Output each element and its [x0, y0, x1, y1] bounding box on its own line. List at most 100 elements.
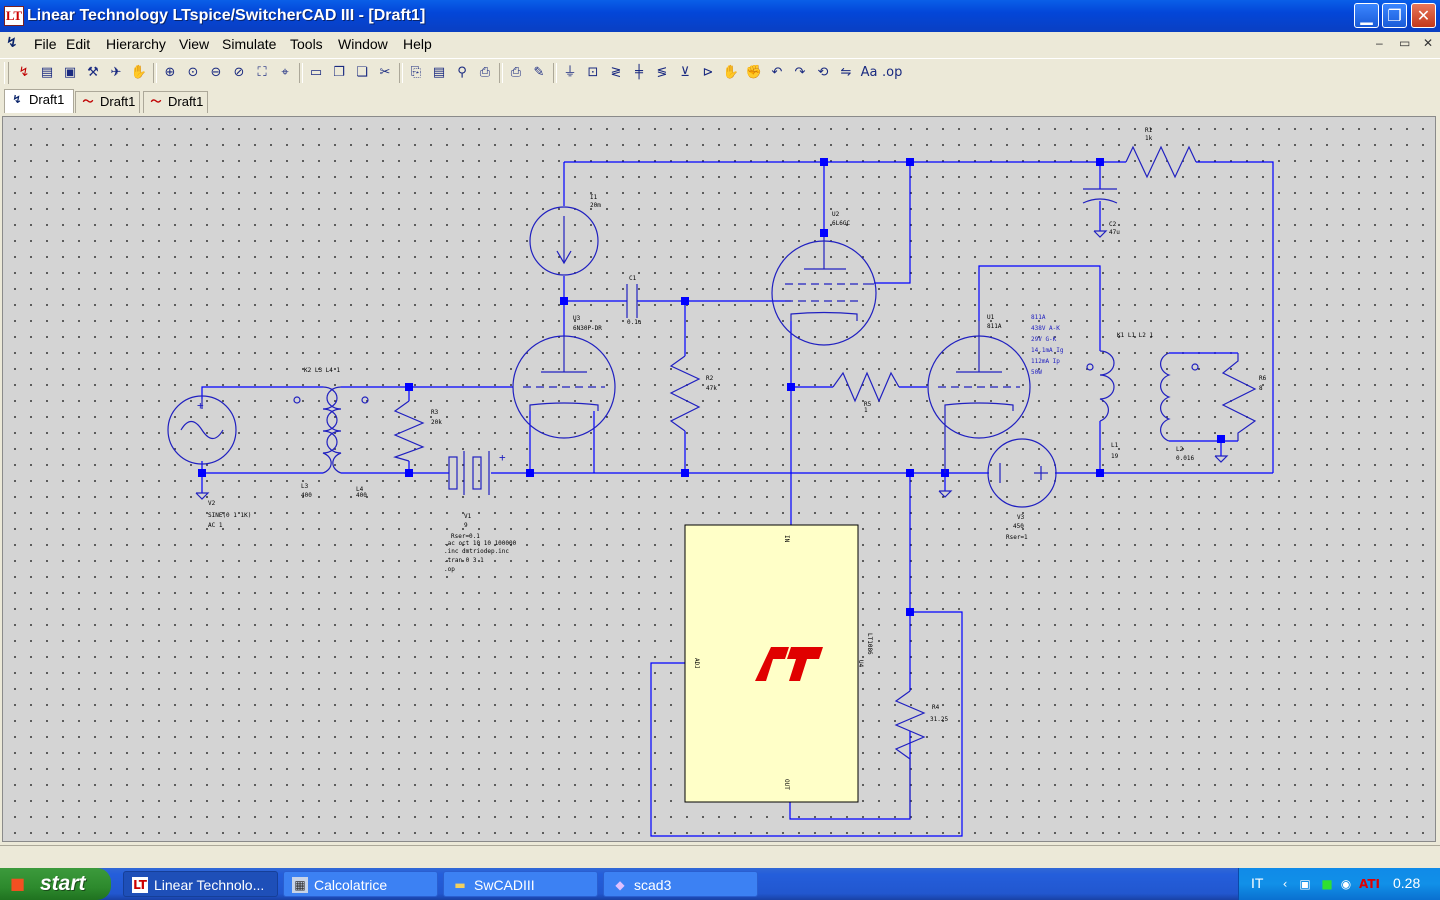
new-schematic-icon[interactable]: ↯: [18, 65, 30, 80]
maximize-button[interactable]: ❐: [1382, 3, 1407, 28]
task-calcolatrice[interactable]: ▦ Calcolatrice: [283, 871, 438, 897]
folder-icon: ▬: [454, 878, 466, 892]
audio-icon[interactable]: ◉: [1340, 877, 1352, 891]
toolbar-separator: [399, 63, 403, 83]
minimize-icon: ▁: [1360, 6, 1373, 25]
wire-icon[interactable]: ✎: [533, 65, 545, 80]
label-icon[interactable]: ⊡: [587, 65, 599, 80]
menu-help[interactable]: Help: [403, 36, 432, 52]
copy-icon[interactable]: ⎘: [410, 65, 422, 80]
linear-technology-logo: [755, 647, 823, 681]
find-icon[interactable]: ⚲: [457, 65, 467, 80]
tab-draft1-waveform-1[interactable]: 〜 Draft1: [75, 91, 140, 113]
drag-icon[interactable]: ✊: [745, 65, 763, 80]
minimize-button[interactable]: ▁: [1354, 3, 1379, 28]
paste-icon[interactable]: ▤: [432, 65, 446, 80]
rotate-icon[interactable]: ⟲: [817, 65, 829, 80]
value-v1: 9: [464, 522, 468, 529]
capacitor-icon[interactable]: ╪: [635, 65, 643, 80]
zoom-pan-icon[interactable]: ⊙: [187, 65, 199, 80]
value-r6: 8: [1259, 385, 1263, 392]
text-icon[interactable]: Aa: [860, 65, 878, 80]
print-setup-icon[interactable]: ⎙: [479, 65, 491, 80]
close-button[interactable]: ✕: [1411, 3, 1436, 28]
value-i1: 20m: [590, 202, 601, 209]
start-button[interactable]: ■ start: [0, 868, 111, 900]
value-u2: 6L6GC: [832, 220, 850, 227]
ltspice-app-icon[interactable]: LT: [4, 6, 24, 26]
menu-view[interactable]: View: [179, 36, 210, 52]
redo-icon[interactable]: ↷: [794, 65, 806, 80]
save-icon[interactable]: ▣: [63, 65, 77, 80]
value-l4: 400: [356, 492, 367, 499]
label-u2: U2: [832, 211, 840, 218]
cut-icon[interactable]: ✂: [379, 65, 391, 80]
spice-directive-icon[interactable]: .op: [882, 65, 903, 80]
network-icon[interactable]: ▣: [1299, 877, 1311, 891]
cursor-icon[interactable]: ⌖: [281, 65, 289, 80]
task-scad3[interactable]: ◆ scad3: [603, 871, 758, 897]
mdi-close-button[interactable]: ✕: [1423, 36, 1434, 50]
cascade-icon[interactable]: ❐: [333, 65, 345, 80]
svg-text:811A: 811A: [1031, 314, 1046, 321]
svg-text:.op: .op: [444, 566, 455, 573]
svg-text:.ac oct 10 10 100000: .ac oct 10 10 100000: [444, 540, 517, 547]
ground-l2: [1214, 455, 1229, 463]
task-label: Calcolatrice: [314, 877, 388, 893]
menu-file[interactable]: File: [34, 36, 57, 52]
halt-icon[interactable]: ✋: [130, 65, 148, 80]
diode-icon[interactable]: ⊻: [680, 65, 690, 80]
close-windows-icon[interactable]: ❏: [356, 65, 368, 80]
print-icon[interactable]: ⎙: [510, 65, 522, 80]
ground-icon[interactable]: ⏚: [563, 65, 577, 80]
schematic-canvas[interactable]: R1 1k I1 20m C2 47u U2 6L6GC C1 0.1u U3 …: [2, 116, 1436, 842]
inductor-l2: [1160, 352, 1171, 442]
menu-hierarchy[interactable]: Hierarchy: [106, 36, 166, 52]
inductor-icon[interactable]: ≶: [656, 65, 668, 80]
zoom-out-icon[interactable]: ⊖: [210, 65, 222, 80]
resistor-icon[interactable]: ≷: [610, 65, 622, 80]
task-ltspice[interactable]: LT Linear Technolo...: [123, 871, 278, 897]
menu-tools[interactable]: Tools: [290, 36, 323, 52]
run-icon[interactable]: ✈: [110, 65, 122, 80]
undo-icon[interactable]: ↶: [771, 65, 783, 80]
autoscale-icon[interactable]: ⛶: [257, 65, 267, 80]
mdi-minimize-button[interactable]: –: [1376, 36, 1383, 50]
taskbar: ■ start LT Linear Technolo... ▦ Calcolat…: [0, 868, 1440, 900]
mdi-restore-button[interactable]: ▭: [1399, 36, 1411, 50]
tab-draft1-schematic[interactable]: ↯ Draft1: [4, 89, 74, 113]
waveform-icon: 〜: [82, 95, 94, 108]
language-indicator[interactable]: IT: [1251, 875, 1264, 891]
label-r4: R4: [932, 704, 940, 711]
menu-window[interactable]: Window: [338, 36, 388, 52]
calculator-icon: ▦: [292, 877, 308, 893]
component-icon[interactable]: ⊳: [702, 65, 714, 80]
ground-v2: [195, 492, 210, 500]
status-green-icon[interactable]: ■: [1321, 877, 1333, 891]
tab-draft1-waveform-2[interactable]: 〜 Draft1: [143, 91, 208, 113]
menu-edit[interactable]: Edit: [66, 36, 91, 52]
control-panel-icon[interactable]: ⚒: [87, 65, 99, 80]
menu-simulate[interactable]: Simulate: [222, 36, 277, 52]
toolbar-separator: [499, 63, 503, 83]
schematic-icon[interactable]: ↯: [6, 35, 18, 51]
toolbar: ↯ ▤ ▣ ⚒ ✈ ✋ ⊕ ⊙ ⊖ ⊘ ⛶ ⌖ ▭ ❐ ❏ ✂ ⎘ ▤ ⚲ ⎙ ⎙ ✎ ⏚ ⊡ ≷ ╪ ≶ ⊻ ⊳ ✋ ✊ ↶ ↷ ⟲ ⇋ Aa .op: [0, 58, 1440, 90]
open-icon[interactable]: ▤: [40, 65, 54, 80]
pin-out-label: OUT: [783, 779, 790, 790]
mirror-icon[interactable]: ⇋: [840, 65, 852, 80]
label-c2: C2: [1109, 221, 1117, 228]
label-k1: K1 L1 L2 1: [1117, 332, 1154, 339]
zoom-in-icon[interactable]: ⊕: [164, 65, 176, 80]
ati-icon[interactable]: ATI: [1359, 877, 1381, 891]
value-c2: 47u: [1109, 229, 1120, 236]
svg-text:14.1mA Ig: 14.1mA Ig: [1031, 347, 1064, 354]
move-icon[interactable]: ✋: [722, 65, 740, 80]
toolbar-grip[interactable]: [4, 62, 9, 84]
value-v3-rser: Rser=1: [1006, 534, 1028, 541]
task-swcadiii[interactable]: ▬ SwCADIII: [443, 871, 598, 897]
label-l1: L1: [1111, 442, 1119, 449]
resistor-r6: [1221, 353, 1257, 441]
zoom-fit-icon[interactable]: ⊘: [233, 65, 245, 80]
tile-icon[interactable]: ▭: [309, 65, 323, 80]
tray-expand-icon[interactable]: ‹: [1282, 877, 1288, 891]
